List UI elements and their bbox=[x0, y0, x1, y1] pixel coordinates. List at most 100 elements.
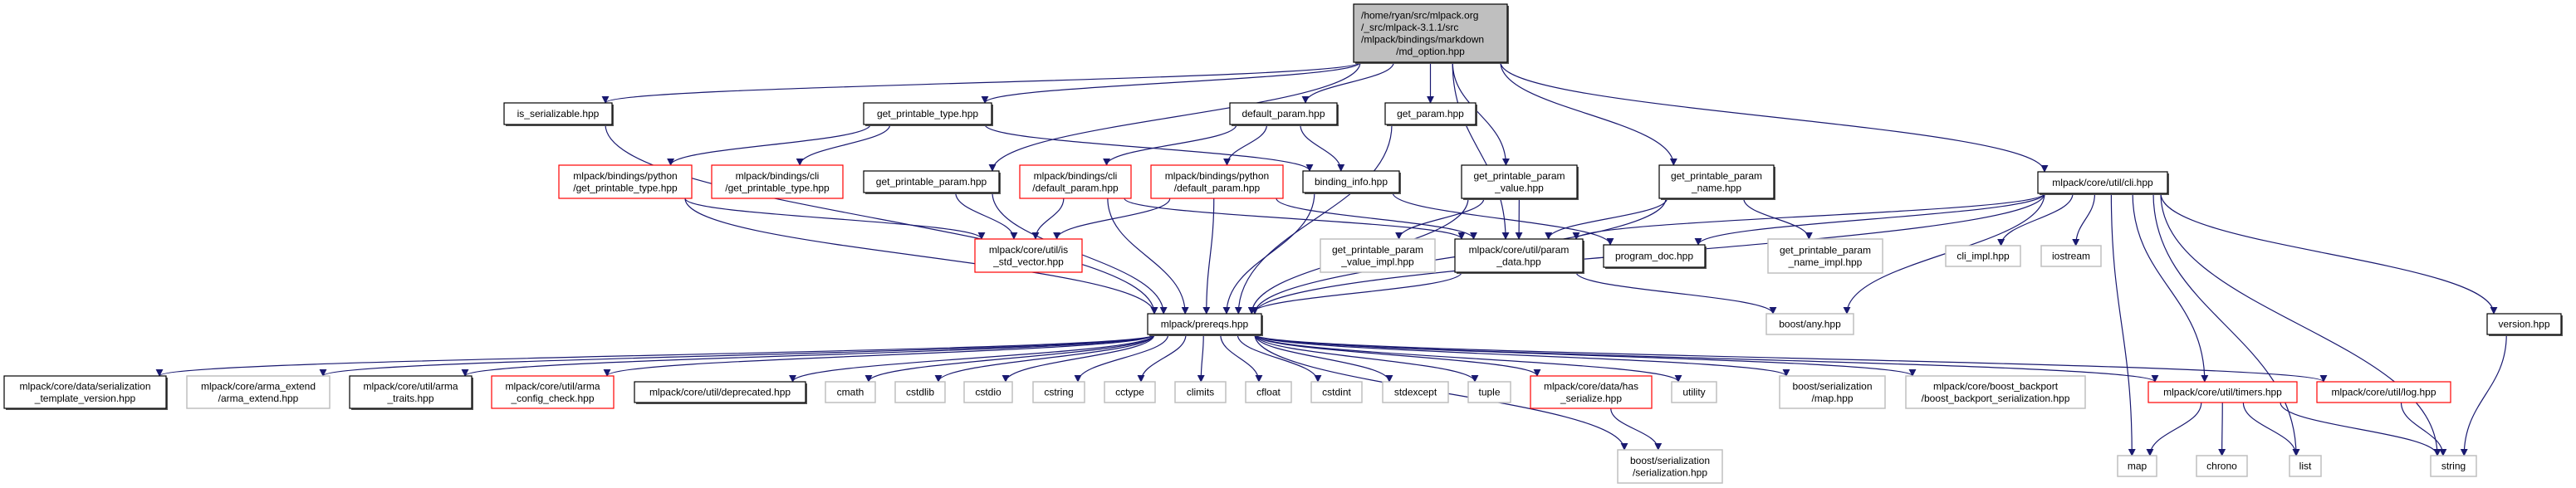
node-stdexcept[interactable]: stdexcept bbox=[1382, 381, 1449, 403]
node-gppn-impl[interactable]: get_printable_param_name_impl.hpp bbox=[1767, 238, 1883, 274]
node-default-param[interactable]: default_param.hpp bbox=[1229, 102, 1339, 126]
node-map[interactable]: map bbox=[2117, 455, 2157, 477]
node-has-serialize[interactable]: mlpack/core/data/has_serialize.hpp bbox=[1530, 375, 1653, 409]
node-param-data[interactable]: mlpack/core/util/param_data.hpp bbox=[1454, 238, 1584, 274]
edge-version-to-string bbox=[2460, 334, 2507, 456]
node-cmath[interactable]: cmath bbox=[825, 381, 876, 403]
edge-prereqs-to-cfloat bbox=[1220, 334, 1263, 383]
node-cctype[interactable]: cctype bbox=[1104, 381, 1156, 403]
node-cli-impl[interactable]: cli_impl.hpp bbox=[1945, 245, 2021, 267]
node-box bbox=[1150, 164, 1284, 199]
node-prereqs[interactable]: mlpack/prereqs.hpp bbox=[1147, 313, 1263, 336]
node-cstdio[interactable]: cstdio bbox=[963, 381, 1013, 403]
node-list[interactable]: list bbox=[2289, 455, 2322, 477]
node-label: mlpack/core/util/param bbox=[1469, 244, 1570, 256]
node-gppv[interactable]: get_printable_param_value.hpp bbox=[1461, 164, 1579, 200]
edge-cli-to-list bbox=[2152, 193, 2300, 456]
edge-timers-to-string bbox=[2280, 402, 2441, 456]
node-cli-gpt[interactable]: mlpack/bindings/cli/get_printable_type.h… bbox=[711, 164, 844, 199]
node-label: cfloat bbox=[1256, 387, 1281, 398]
node-boost-any[interactable]: boost/any.hpp bbox=[1765, 313, 1854, 335]
node-cstring[interactable]: cstring bbox=[1032, 381, 1085, 403]
nodes-layer: /home/ryan/src/mlpack.org/_src/mlpack-3.… bbox=[3, 3, 2563, 484]
node-timers[interactable]: mlpack/core/util/timers.hpp bbox=[2147, 381, 2298, 403]
node-chrono[interactable]: chrono bbox=[2196, 455, 2248, 477]
node-utility[interactable]: utility bbox=[1671, 381, 1717, 403]
edge-prereqs-to-cctype bbox=[1137, 334, 1187, 383]
node-box bbox=[491, 375, 615, 409]
node-ser-ser[interactable]: boost/serialization/serialization.hpp bbox=[1617, 449, 1723, 484]
node-py-dp[interactable]: mlpack/bindings/python/default_param.hpp bbox=[1150, 164, 1284, 199]
node-climits[interactable]: climits bbox=[1174, 381, 1227, 403]
node-label: /map.hpp bbox=[1811, 393, 1853, 404]
edge-default_param-to-binding_info bbox=[1300, 124, 1345, 172]
node-gppv-impl[interactable]: get_printable_param_value_impl.hpp bbox=[1320, 238, 1436, 273]
node-box bbox=[711, 164, 844, 199]
node-label: get_printable_param bbox=[1473, 170, 1565, 182]
node-arma-traits[interactable]: mlpack/core/util/arma_traits.hpp bbox=[349, 375, 473, 410]
node-label: get_printable_param bbox=[1332, 244, 1423, 256]
node-cli-dp[interactable]: mlpack/bindings/cli/default_param.hpp bbox=[1019, 164, 1132, 199]
node-is-std-vector[interactable]: mlpack/core/util/is_std_vector.hpp bbox=[974, 238, 1083, 273]
node-gpt[interactable]: get_printable_type.hpp bbox=[863, 102, 993, 126]
node-iostream[interactable]: iostream bbox=[2040, 245, 2102, 267]
node-label: _traits.hpp bbox=[386, 393, 433, 404]
node-binding-info[interactable]: binding_info.hpp bbox=[1302, 170, 1401, 194]
node-py-gpt[interactable]: mlpack/bindings/python/get_printable_typ… bbox=[558, 164, 693, 199]
edge-prereqs-to-stdexcept bbox=[1254, 334, 1393, 383]
node-gpp[interactable]: get_printable_param.hpp bbox=[863, 170, 1001, 194]
edge-param_data-to-boost_any bbox=[1575, 271, 1777, 315]
node-box bbox=[963, 381, 1013, 403]
edge-cli-to-string bbox=[2160, 193, 2441, 456]
edge-gpt-to-cli_gpt bbox=[796, 124, 891, 166]
node-cstdlib[interactable]: cstdlib bbox=[894, 381, 946, 403]
node-label: cstdint bbox=[1322, 387, 1351, 398]
node-arma-extend[interactable]: mlpack/core/arma_extend/arma_extend.hpp bbox=[186, 375, 331, 409]
node-label: _template_version.hpp bbox=[34, 393, 136, 404]
edge-prereqs-to-ser_map bbox=[1254, 334, 1790, 377]
node-label: default_param.hpp bbox=[1241, 108, 1325, 120]
node-is-serializable[interactable]: is_serializable.hpp bbox=[503, 102, 614, 126]
edge-cli_dp-to-prereqs bbox=[1107, 198, 1189, 315]
node-main[interactable]: /home/ryan/src/mlpack.org/_src/mlpack-3.… bbox=[1353, 3, 1509, 64]
node-label: mlpack/core/boost_backport bbox=[1933, 380, 2059, 392]
node-box bbox=[894, 381, 946, 403]
node-ser-map[interactable]: boost/serialization/map.hpp bbox=[1779, 375, 1886, 409]
node-version[interactable]: version.hpp bbox=[2486, 313, 2563, 336]
edge-log-to-string bbox=[2400, 402, 2447, 456]
edge-prereqs-to-arma_extend bbox=[319, 334, 1155, 377]
edge-main-to-gppv bbox=[1452, 61, 1510, 166]
node-backport[interactable]: mlpack/core/boost_backport/boost_backpor… bbox=[1905, 375, 2086, 409]
node-stv[interactable]: mlpack/core/data/serialization_template_… bbox=[3, 375, 168, 410]
node-box bbox=[1245, 381, 1292, 403]
node-cli[interactable]: mlpack/core/util/cli.hpp bbox=[2037, 171, 2169, 195]
node-label: _std_vector.hpp bbox=[992, 256, 1064, 267]
node-deprecated[interactable]: mlpack/core/util/deprecated.hpp bbox=[634, 381, 807, 404]
node-get-param[interactable]: get_param.hpp bbox=[1384, 102, 1477, 126]
node-label: tuple bbox=[1478, 387, 1500, 398]
node-box bbox=[2289, 455, 2322, 477]
edge-main-to-param_data bbox=[1452, 61, 1510, 240]
node-program-doc[interactable]: program_doc.hpp bbox=[1603, 244, 1707, 269]
node-label: get_printable_param.hpp bbox=[876, 176, 987, 188]
node-box bbox=[1382, 381, 1449, 403]
edge-prereqs-to-stv bbox=[155, 334, 1155, 377]
edge-prereqs-to-cstdio bbox=[1002, 334, 1155, 383]
edge-get_param-to-prereqs bbox=[1234, 124, 1393, 315]
node-box bbox=[1320, 238, 1436, 273]
node-label: /arma_extend.hpp bbox=[218, 393, 299, 404]
node-log[interactable]: mlpack/core/util/log.hpp bbox=[2316, 381, 2451, 403]
edge-main-to-default_param bbox=[1301, 61, 1394, 104]
node-string[interactable]: string bbox=[2430, 455, 2477, 477]
node-label: mlpack/bindings/python bbox=[573, 170, 677, 182]
node-gppn[interactable]: get_printable_param_name.hpp bbox=[1658, 164, 1775, 200]
node-box bbox=[1765, 313, 1854, 335]
node-cfloat[interactable]: cfloat bbox=[1245, 381, 1292, 403]
node-label: mlpack/core/util/log.hpp bbox=[2331, 387, 2436, 398]
node-tuple[interactable]: tuple bbox=[1467, 381, 1511, 403]
node-arma-config[interactable]: mlpack/core/util/arma_config_check.hpp bbox=[491, 375, 615, 409]
node-cstdint[interactable]: cstdint bbox=[1310, 381, 1363, 403]
edge-main-to-gppn bbox=[1500, 61, 1677, 166]
node-label: mlpack/core/data/has bbox=[1544, 380, 1638, 392]
node-label: /default_param.hpp bbox=[1174, 182, 1261, 193]
